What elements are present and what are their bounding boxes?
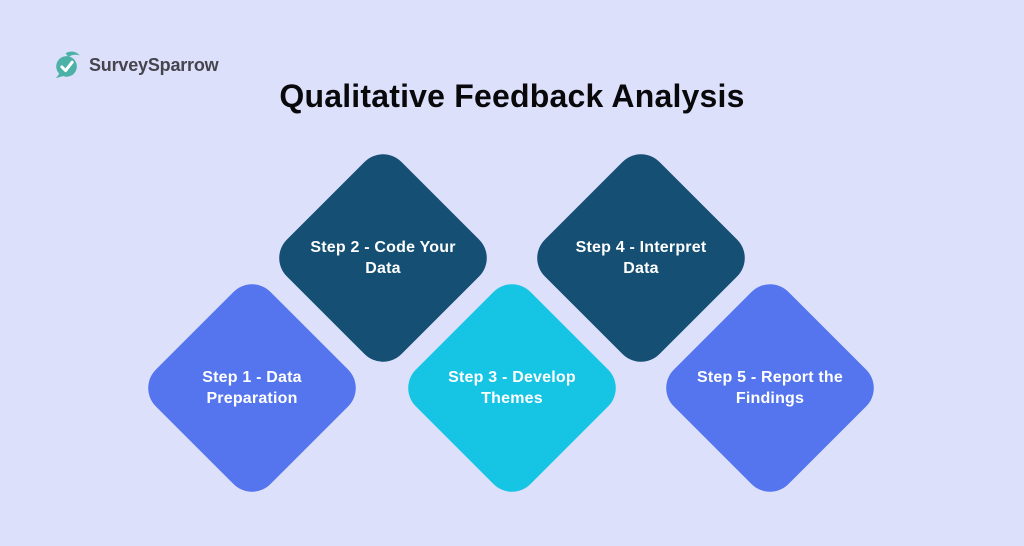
step-label-line: Data — [623, 260, 659, 277]
step-label-line: Step 2 - Code Your — [310, 239, 456, 256]
step-label-line: Findings — [735, 390, 805, 407]
step-label-line: Step 1 - Data — [202, 369, 302, 386]
brand-name: SurveySparrow — [89, 54, 219, 75]
step-label-line: Step 3 - Develop — [448, 369, 576, 386]
step-label-line: Step 4 - Interpret — [575, 239, 707, 256]
step-4-label: Step 4 - Interpret Data — [541, 237, 741, 279]
page-title: Qualitative Feedback Analysis — [279, 78, 745, 114]
step-label-line: Preparation — [206, 390, 298, 407]
step-label-line: Themes — [481, 390, 543, 407]
step-3-label: Step 3 - Develop Themes — [412, 367, 612, 409]
surveysparrow-bird-icon — [52, 50, 82, 80]
step-label-line: Step 5 - Report the — [696, 369, 844, 386]
surveysparrow-logo: SurveySparrow — [52, 50, 219, 80]
step-2-label: Step 2 - Code Your Data — [283, 237, 483, 279]
step-1-label: Step 1 - Data Preparation — [152, 367, 352, 409]
step-5-label: Step 5 - Report the Findings — [670, 367, 870, 409]
step-label-line: Data — [365, 260, 401, 277]
